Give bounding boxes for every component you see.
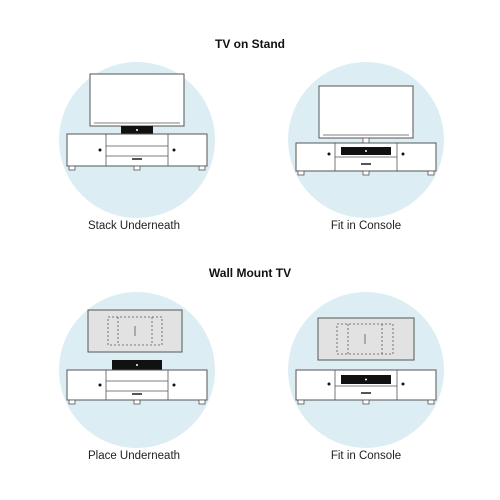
section-title-wall-mount-tv: Wall Mount TV bbox=[208, 266, 292, 280]
scene-stand-console bbox=[266, 62, 466, 222]
tv-console bbox=[295, 369, 437, 401]
illustration-wall-console bbox=[288, 292, 444, 448]
section-title-tv-on-stand: TV on Stand bbox=[215, 37, 285, 51]
scene-stand-stack bbox=[34, 62, 234, 222]
caption-fit-in-console-wall: Fit in Console bbox=[330, 450, 402, 462]
wall-mount-bracket bbox=[107, 316, 163, 346]
tv-screen bbox=[89, 73, 185, 127]
scene-wall-console bbox=[266, 292, 466, 452]
scene-wall-stack bbox=[34, 292, 234, 452]
tv-console bbox=[66, 369, 208, 401]
caption-fit-in-console-stand: Fit in Console bbox=[330, 220, 402, 232]
caption-stack-underneath: Stack Underneath bbox=[87, 220, 181, 232]
tv-screen bbox=[318, 85, 414, 139]
illustration-stand-console bbox=[288, 62, 444, 218]
caption-place-underneath: Place Underneath bbox=[87, 450, 181, 462]
illustration-wall-stack bbox=[59, 292, 215, 448]
wall-mount-bracket bbox=[336, 323, 394, 355]
illustration-stand-stack bbox=[59, 62, 215, 218]
tv-console bbox=[66, 133, 208, 167]
wall-tv bbox=[317, 317, 415, 361]
